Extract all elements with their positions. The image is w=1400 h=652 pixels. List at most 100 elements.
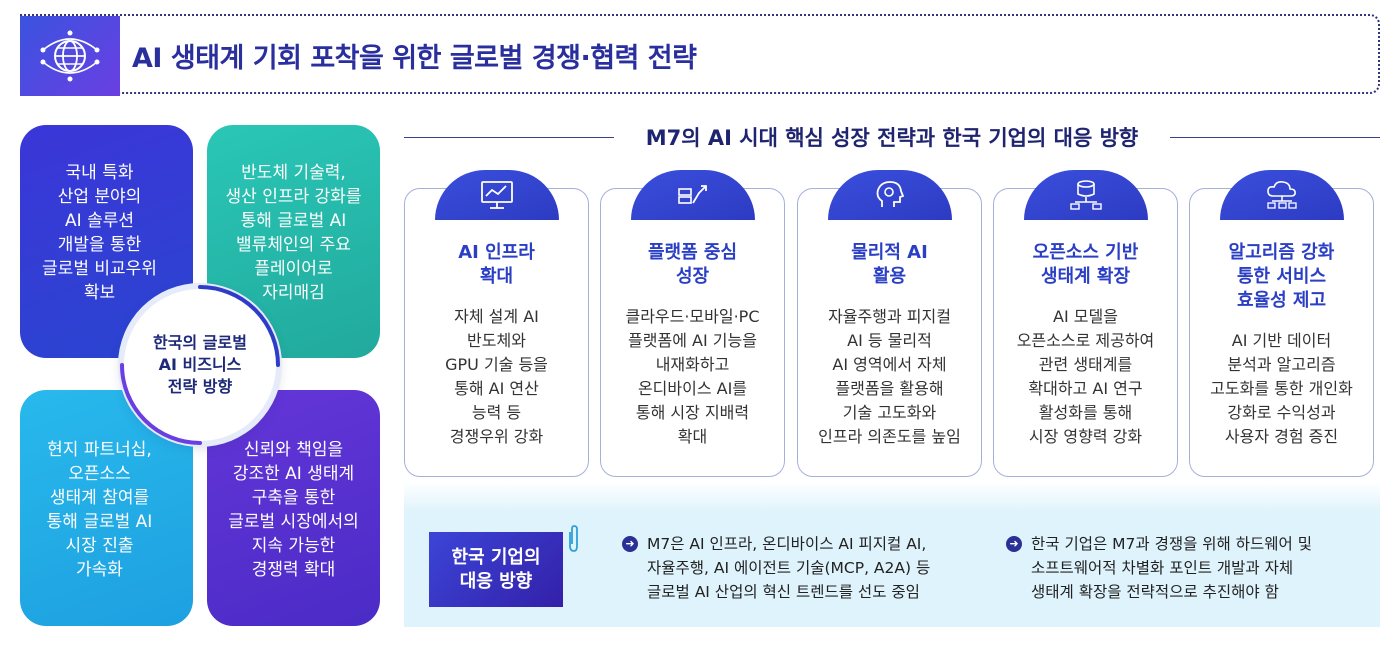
card-title-line: 성장 <box>675 266 710 287</box>
card-body-line: 관련 생태계를 <box>1038 355 1133 374</box>
text-line: 통해 글로벌 AI <box>46 512 153 532</box>
card-body-line: 확대하고 AI 연구 <box>1028 379 1143 398</box>
card-body-line: AI 등 물리적 <box>847 331 932 350</box>
section-divider-left <box>404 137 614 138</box>
bullet-line: 자율주행, AI 에이전트 기술(MCP, A2A) 등 <box>647 559 931 577</box>
text-line: 자리매김 <box>262 283 325 303</box>
text-line: 신뢰와 책임을 <box>243 440 344 460</box>
band-glow <box>404 482 1380 512</box>
bullet-line: M7은 AI 인프라, 온디바이스 AI 피지컬 AI, <box>647 535 927 553</box>
card-title-line: 알고리즘 강화 <box>1228 242 1335 263</box>
cloud-algorithm-icon <box>1220 170 1344 220</box>
card-body-line: 사용자 경험 증진 <box>1224 427 1339 446</box>
card-title-line: 확대 <box>479 266 514 287</box>
card-body-line: 반도체와 <box>467 331 526 350</box>
text-line: 국내 특화 <box>65 163 134 183</box>
bullet-line: 글로벌 AI 산업의 혁신 트렌드를 선도 중임 <box>647 583 920 601</box>
card-body-line: 기술 고도화와 <box>842 403 937 422</box>
open-source-database-icon <box>1024 170 1148 220</box>
text-line: 한국의 글로벌 <box>153 333 247 352</box>
text-line: 구축을 통한 <box>251 488 336 508</box>
strategy-card-platform: 플랫폼 중심 성장 클라우드·모바일·PC 플랫폼에 AI 기능을 내재화하고 … <box>600 188 785 477</box>
card-body-line: 플랫폼에 AI 기능을 <box>628 331 757 350</box>
text-line: 지속 가능한 <box>251 536 336 556</box>
strategy-card-algorithm: 알고리즘 강화 통한 서비스 효율성 제고 AI 기반 데이터 분석과 알고리즘… <box>1189 188 1374 477</box>
card-body-line: 강화로 수익성과 <box>1227 403 1336 422</box>
text-line: 경쟁력 확대 <box>251 560 336 580</box>
text-line: 오픈소스 <box>68 464 131 484</box>
card-body-line: AI 영역에서 자체 <box>832 355 947 374</box>
bullet-line: 소프트웨어적 차별화 포인트 개발과 자체 <box>1031 559 1294 577</box>
bullet-line: 생태계 확장을 전략적으로 추진해야 함 <box>1031 583 1279 601</box>
text-line: 가속화 <box>76 560 123 580</box>
strategy-card-physical-ai: 물리적 AI 활용 자율주행과 피지컬 AI 등 물리적 AI 영역에서 자체 … <box>797 188 982 477</box>
card-title-line: 활용 <box>872 266 907 287</box>
card-body-line: 통해 AI 연산 <box>454 379 539 398</box>
center-ring-decoration <box>120 285 280 445</box>
strategy-card-ai-infra: AI 인프라 확대 자체 설계 AI 반도체와 GPU 기술 등을 통해 AI … <box>404 188 589 477</box>
text-line: 플레이어로 <box>254 259 333 279</box>
card-body-line: 플랫폼을 활용해 <box>835 379 944 398</box>
card-title-line: 효율성 제고 <box>1236 290 1327 311</box>
arrow-right-icon: ➜ <box>622 536 638 552</box>
text-line: 글로벌 시장에서의 <box>228 512 359 532</box>
card-body-line: 자체 설계 AI <box>454 307 539 326</box>
card-body-line: AI 모델을 <box>1053 307 1118 326</box>
text-line: 시장 진출 <box>65 536 134 556</box>
section-divider-right <box>1170 137 1380 138</box>
response-label-line: 한국 기업의 <box>451 546 541 568</box>
card-title-line: 생태계 확장 <box>1040 266 1131 287</box>
card-title-line: 오픈소스 기반 <box>1032 242 1139 263</box>
text-line: 전략 방향 <box>167 377 233 396</box>
text-line: 현지 파트너십, <box>47 440 152 460</box>
text-line: 생태계 참여를 <box>49 488 150 508</box>
response-label-line: 대응 방향 <box>459 570 533 592</box>
text-line: 확보 <box>83 283 116 303</box>
card-title-line: AI 인프라 <box>458 242 535 263</box>
card-body-line: 자율주행과 피지컬 <box>828 307 951 326</box>
card-title-line: 플랫폼 중심 <box>647 242 738 263</box>
ai-chart-icon <box>435 170 559 220</box>
strategy-center: 한국의 글로벌 AI 비즈니스 전략 방향 <box>124 289 276 441</box>
card-title-line: 물리적 AI <box>851 242 928 263</box>
card-body-line: AI 기반 데이터 <box>1231 331 1332 350</box>
arrow-right-icon: ➜ <box>1006 536 1022 552</box>
text-line: 통해 글로벌 AI <box>240 211 347 231</box>
ai-brain-icon <box>828 170 952 220</box>
card-body-line: 클라우드·모바일·PC <box>625 307 760 326</box>
card-body-line: 경쟁우위 강화 <box>449 427 544 446</box>
text-line: 글로벌 비교우위 <box>42 259 157 279</box>
text-line: 밸류체인의 주요 <box>236 235 351 255</box>
card-body-line: 통해 시장 지배력 <box>635 403 750 422</box>
response-label: 한국 기업의 대응 방향 <box>429 532 563 607</box>
card-body-line: 온디바이스 AI를 <box>637 379 748 398</box>
text-line: 생산 인프라 강화를 <box>225 187 362 207</box>
text-line: AI 비즈니스 <box>158 355 242 374</box>
text-line: 산업 분야의 <box>57 187 142 207</box>
bullet-line: 한국 기업은 M7과 경쟁을 위해 하드웨어 및 <box>1031 535 1312 553</box>
card-body-line: 인프라 의존도를 높임 <box>818 427 961 446</box>
text-line: AI 솔루션 <box>65 211 134 231</box>
paperclip-icon <box>569 525 578 552</box>
page-header: AI 생태계 기회 포착을 위한 글로벌 경쟁·협력 전략 <box>20 14 1380 96</box>
strategy-top-right: 반도체 기술력, 생산 인프라 강화를 통해 글로벌 AI 밸류체인의 주요 플… <box>207 125 380 358</box>
card-title-line: 통한 서비스 <box>1236 266 1327 287</box>
strategy-bottom-left: 현지 파트너십, 오픈소스 생태계 참여를 통해 글로벌 AI 시장 진출 가속… <box>20 390 193 626</box>
response-band <box>404 510 1380 627</box>
card-body-line: 내재화하고 <box>655 355 730 374</box>
text-line: 개발을 통한 <box>57 235 142 255</box>
section-title: M7의 AI 시대 핵심 성장 전략과 한국 기업의 대응 방향 <box>645 126 1139 150</box>
page-title: AI 생태계 기회 포착을 위한 글로벌 경쟁·협력 전략 <box>132 43 697 74</box>
platform-growth-icon <box>631 170 755 220</box>
text-line: 반도체 기술력, <box>241 163 346 183</box>
card-body-line: 활성화를 통해 <box>1038 403 1133 422</box>
card-body-line: 능력 등 <box>471 403 522 422</box>
card-body-line: 시장 영향력 강화 <box>1028 427 1143 446</box>
card-body-line: 분석과 알고리즘 <box>1227 355 1336 374</box>
text-line: 강조한 AI 생태계 <box>232 464 355 484</box>
globe-network-icon <box>20 16 120 96</box>
card-body-line: GPU 기술 등을 <box>445 355 548 374</box>
strategy-card-open-source: 오픈소스 기반 생태계 확장 AI 모델을 오픈소스로 제공하여 관련 생태계를… <box>993 188 1178 477</box>
card-body-line: 오픈소스로 제공하여 <box>1016 331 1155 350</box>
card-body-line: 확대 <box>677 427 708 446</box>
